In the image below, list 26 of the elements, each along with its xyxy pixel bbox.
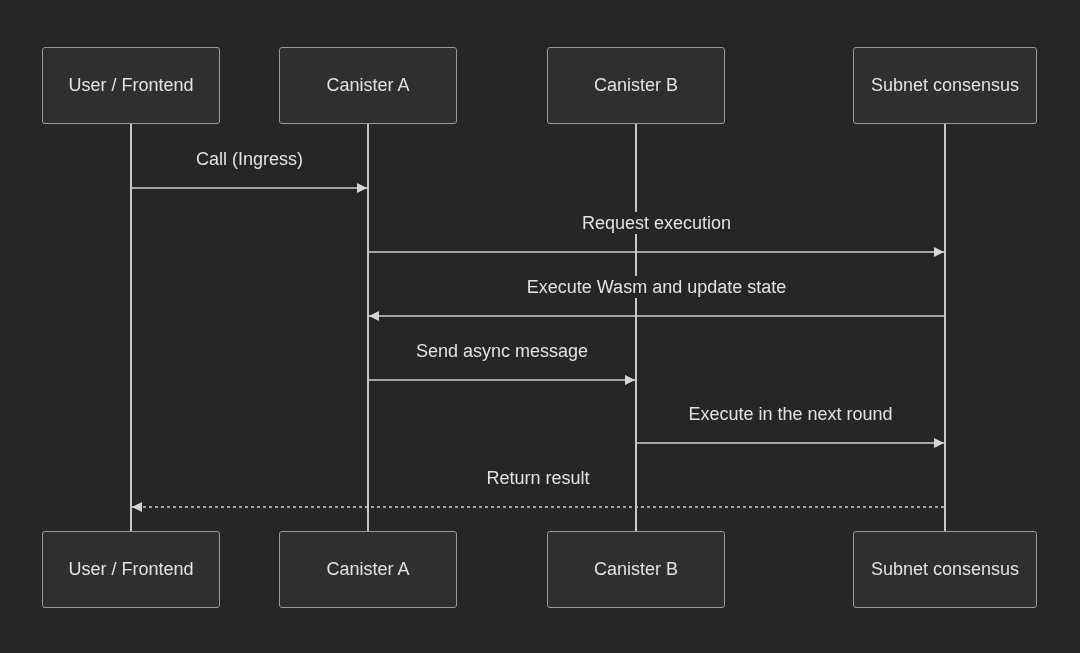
message-arrow <box>368 375 636 385</box>
message-arrow <box>636 438 945 448</box>
participant-name: User / Frontend <box>68 75 194 96</box>
lifeline <box>635 124 637 531</box>
participant-name: Canister A <box>326 559 410 580</box>
participant-box <box>853 531 1037 608</box>
participant-name: Subnet consensus <box>870 75 1020 96</box>
participant-box <box>853 47 1037 124</box>
lifeline <box>944 124 946 531</box>
participant-name: Canister B <box>593 75 678 96</box>
participant-box <box>547 531 725 608</box>
participant-name: Canister A <box>326 75 410 96</box>
lifeline <box>130 124 132 531</box>
participant-box <box>42 47 220 124</box>
participant-box <box>279 47 457 124</box>
participant-box <box>42 531 220 608</box>
message-arrow <box>131 502 945 512</box>
participant-box <box>547 47 725 124</box>
message-arrow <box>368 311 945 321</box>
lifeline <box>367 124 369 531</box>
participant-box <box>279 531 457 608</box>
participant-name: Canister B <box>593 559 678 580</box>
message-arrow <box>131 183 368 193</box>
message-arrow <box>368 247 945 257</box>
participant-name: Subnet consensus <box>870 559 1020 580</box>
participant-name: User / Frontend <box>68 559 194 580</box>
